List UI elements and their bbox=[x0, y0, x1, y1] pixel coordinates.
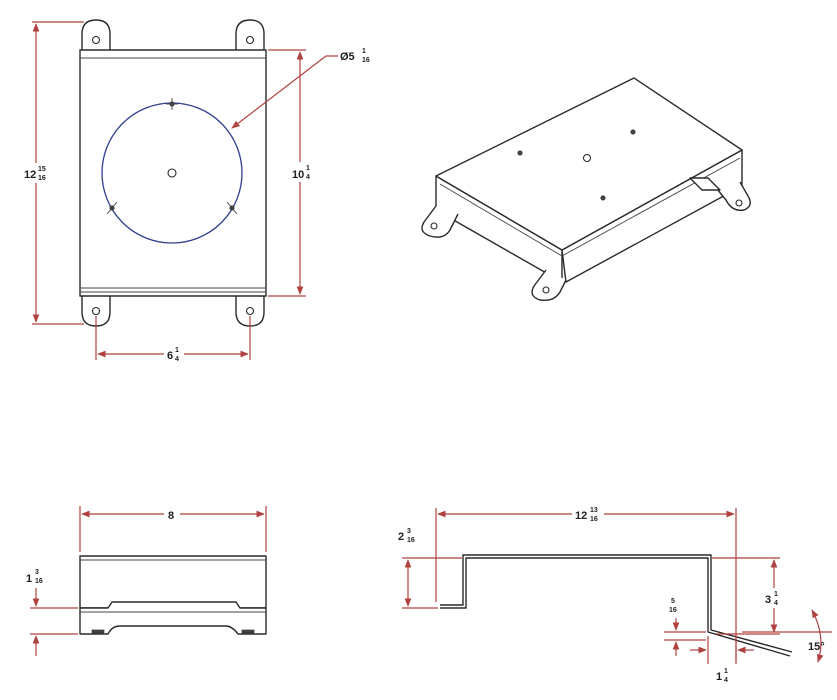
tab-hole bbox=[91, 35, 101, 45]
angle-label: 15° bbox=[808, 641, 825, 653]
iso-foot-front-left bbox=[421, 205, 459, 238]
left-flange-whole: 2 bbox=[398, 531, 404, 543]
foot-whole: 1 bbox=[716, 671, 722, 683]
left-flange-num: 3 bbox=[407, 528, 411, 535]
top-view: 12 15 16 10 1 4 6 1 4 Ø5 1 16 bbox=[22, 19, 370, 363]
thickness-num: 5 bbox=[671, 598, 675, 605]
side-profile bbox=[440, 557, 791, 657]
outer-height-whole: 12 bbox=[24, 169, 36, 181]
side-length-den: 16 bbox=[590, 516, 598, 523]
inner-height-den: 4 bbox=[306, 174, 310, 181]
outer-height-den: 16 bbox=[38, 175, 46, 182]
front-view: 8 1 3 16 bbox=[26, 505, 267, 656]
front-height-den: 16 bbox=[35, 578, 43, 585]
diameter-den: 16 bbox=[362, 57, 370, 64]
hole-spacing-whole: 6 bbox=[167, 350, 173, 362]
side-length-num: 13 bbox=[590, 507, 598, 514]
side-length-whole: 12 bbox=[575, 510, 587, 522]
tab-hole bbox=[245, 35, 255, 45]
tab-hole bbox=[245, 306, 255, 316]
right-height-whole: 3 bbox=[765, 594, 771, 606]
iso-top-plate bbox=[435, 77, 743, 251]
foot-den: 4 bbox=[724, 677, 728, 684]
front-height-whole: 1 bbox=[26, 573, 32, 585]
front-height-num: 3 bbox=[35, 569, 39, 576]
hole-spacing-num: 1 bbox=[175, 347, 179, 354]
center-hole bbox=[167, 168, 177, 178]
isometric-view bbox=[421, 77, 751, 302]
outer-height-num: 15 bbox=[38, 166, 46, 173]
diameter-label: Ø5 bbox=[340, 51, 355, 63]
inner-height-num: 1 bbox=[306, 165, 310, 172]
front-width-label: 8 bbox=[168, 510, 174, 522]
thickness-den: 16 bbox=[669, 607, 677, 614]
tab-hole bbox=[91, 306, 101, 316]
diameter-num: 1 bbox=[362, 48, 366, 55]
right-height-den: 4 bbox=[774, 600, 778, 607]
hole-spacing-den: 4 bbox=[175, 356, 179, 363]
iso-foot-front-right bbox=[531, 269, 567, 302]
side-view: 12 13 16 2 3 16 3 1 4 5 16 1 1 4 bbox=[398, 505, 832, 684]
foot-num: 1 bbox=[724, 668, 728, 675]
inner-height-whole: 10 bbox=[292, 169, 304, 181]
left-flange-den: 16 bbox=[407, 537, 415, 544]
right-height-num: 1 bbox=[774, 591, 778, 598]
